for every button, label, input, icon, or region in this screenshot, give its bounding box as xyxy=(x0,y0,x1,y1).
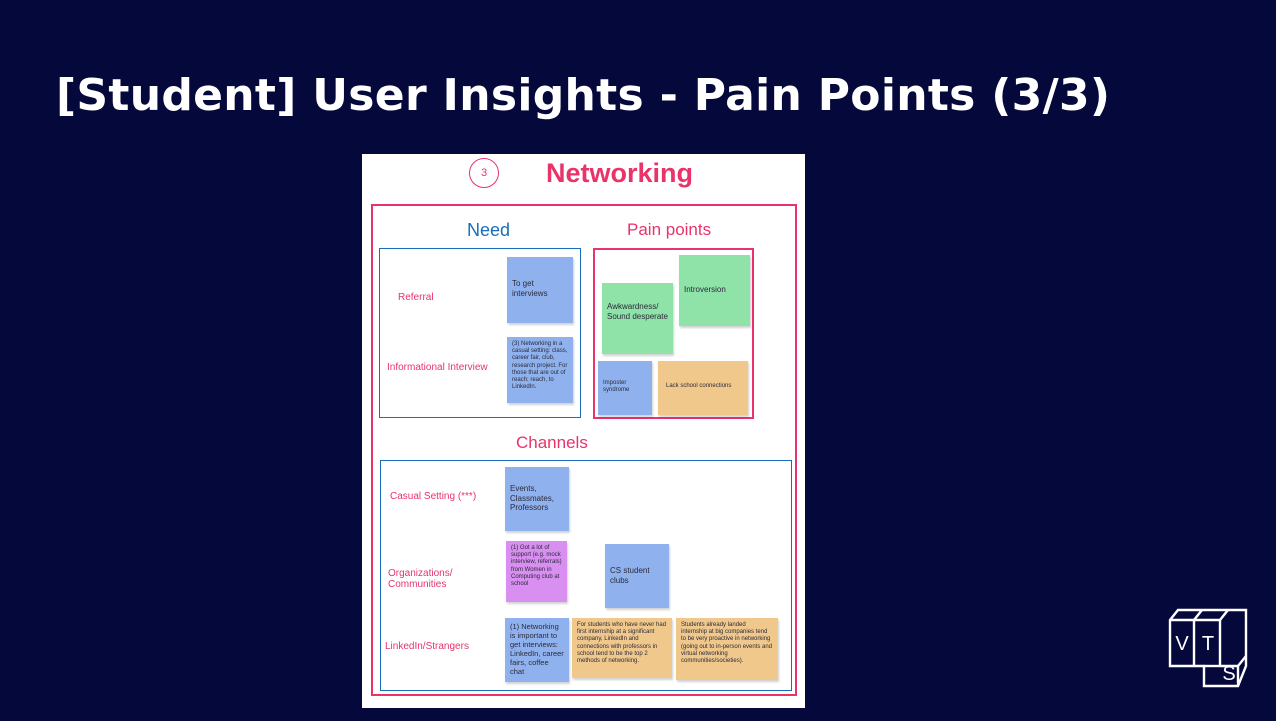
slide-title: [Student] User Insights - Pain Points (3… xyxy=(56,70,1111,121)
channel-note-wic: (1) Got a lot of support (e.g. mock inte… xyxy=(506,541,567,602)
channel-note-cs-clubs: CS student clubs xyxy=(605,544,669,608)
channel-label-linkedin: LinkedIn/Strangers xyxy=(385,641,469,652)
logo-letter-s: S xyxy=(1222,663,1235,685)
logo-letter-v: V xyxy=(1175,633,1189,655)
channel-label-organizations: Organizations/ Communities xyxy=(388,568,453,590)
need-label-referral: Referral xyxy=(398,292,434,303)
channel-note-first-internship: For students who have never had first in… xyxy=(572,618,672,678)
vts-logo: V T S xyxy=(1168,608,1248,688)
pain-note-awkwardness: Awkwardness/ Sound desperate xyxy=(602,283,673,354)
networking-board: 3 Networking Need Referral To get interv… xyxy=(362,154,805,708)
channel-label-casual: Casual Setting (***) xyxy=(390,491,477,502)
pain-note-school-connections: Lack school connections xyxy=(658,361,748,415)
need-note-informational: (3) Networking in a casual setting: clas… xyxy=(507,337,573,403)
pain-note-imposter: Imposter syndrome xyxy=(598,361,652,415)
need-note-referral: To get interviews xyxy=(507,257,573,323)
need-frame xyxy=(379,248,581,418)
pain-points-heading: Pain points xyxy=(627,220,712,239)
channels-frame xyxy=(380,460,792,691)
channel-note-proactive: Students already landed internship at bi… xyxy=(676,618,778,680)
channel-note-casual: Events, Classmates, Professors xyxy=(505,467,569,531)
need-label-informational: Informational Interview xyxy=(387,362,488,373)
pain-note-introversion: Introversion xyxy=(679,255,750,326)
channel-note-linkedin: (1) Networking is important to get inter… xyxy=(505,618,569,682)
board-title: Networking xyxy=(546,158,694,188)
logo-letter-t: T xyxy=(1202,633,1214,655)
channels-heading: Channels xyxy=(516,433,588,452)
section-number-badge: 3 xyxy=(469,158,499,188)
need-heading: Need xyxy=(467,220,511,240)
outer-frame xyxy=(371,204,797,696)
pain-points-frame xyxy=(593,248,754,419)
